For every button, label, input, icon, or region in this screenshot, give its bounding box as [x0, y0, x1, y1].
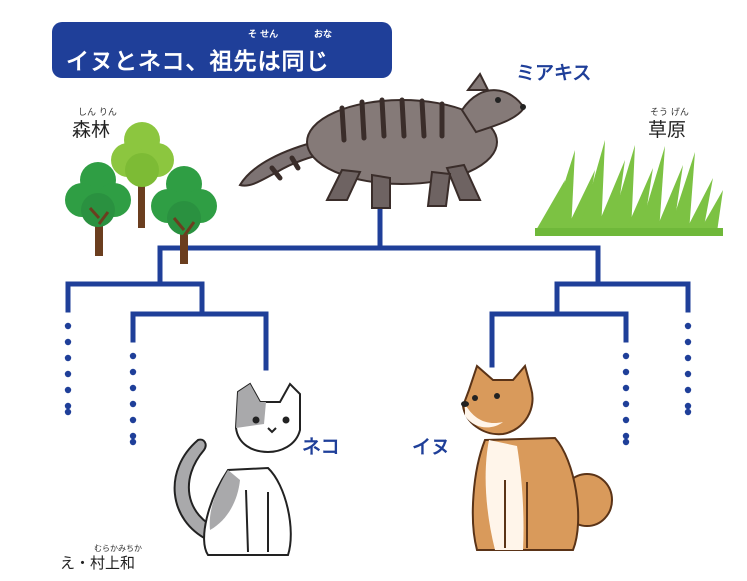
right-outer-dots	[684, 322, 692, 416]
ancestor-label: ミアキス	[516, 62, 592, 84]
miacis-icon	[238, 72, 526, 209]
forest-ruby: しん りん	[78, 108, 117, 118]
cat-label: ネコ	[302, 436, 340, 458]
title-ruby-sosen: そ せん	[248, 30, 279, 40]
title-ruby-onaji: おな	[314, 30, 333, 40]
page-title: イヌとネコ、祖先は同じ	[66, 49, 330, 75]
title-banner: そ せん おな イヌとネコ、祖先は同じ	[52, 22, 392, 78]
credit-ruby: むらかみちか	[94, 544, 142, 553]
left-outer-dots	[64, 322, 72, 416]
dog-label: イヌ	[412, 436, 451, 458]
grassland-icon	[535, 140, 723, 236]
grassland-label: 草原	[648, 119, 687, 141]
dog-sibling-dots	[622, 352, 630, 446]
cat-sibling-dots	[129, 352, 137, 446]
forest-label: 森林	[72, 119, 111, 141]
grassland-ruby: そう げん	[650, 108, 689, 118]
dog-icon	[461, 363, 613, 551]
cat-icon	[173, 382, 301, 556]
forest-trees-icon	[65, 122, 217, 264]
illustrator-credit: え・村上和	[60, 554, 136, 572]
